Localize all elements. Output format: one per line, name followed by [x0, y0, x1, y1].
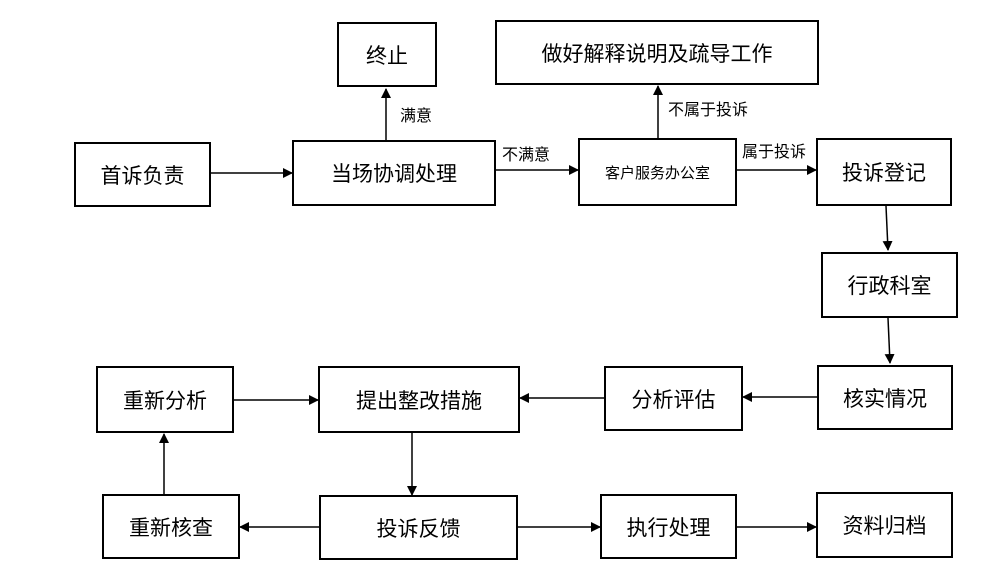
node-recheck: 重新核查	[102, 494, 240, 559]
edge-label-satisfied: 满意	[400, 106, 433, 125]
node-archive: 资料归档	[816, 492, 953, 558]
edge-label-not-satisfied: 不满意	[502, 145, 551, 164]
node-complaint-register: 投诉登记	[816, 138, 952, 206]
node-feedback: 投诉反馈	[319, 495, 518, 560]
node-first-complaint: 首诉负责	[74, 142, 211, 207]
node-explain-guide: 做好解释说明及疏导工作	[495, 20, 819, 85]
node-customer-service: 客户服务办公室	[578, 138, 737, 206]
node-execute: 执行处理	[600, 494, 737, 559]
arrow-register-to-admin	[882, 205, 893, 251]
node-reanalyze: 重新分析	[96, 366, 234, 433]
node-admin-dept: 行政科室	[821, 252, 958, 318]
node-onsite-handling: 当场协调处理	[292, 140, 496, 206]
node-propose-measures: 提出整改措施	[318, 366, 520, 433]
edge-label-is-complaint: 属于投诉	[742, 142, 807, 161]
node-terminate: 终止	[337, 22, 437, 87]
node-analyze-evaluate: 分析评估	[604, 366, 743, 431]
arrow-admin-to-verify	[884, 317, 895, 364]
edge-label-not-complaint: 不属于投诉	[668, 100, 749, 119]
node-verify-situation: 核实情况	[817, 365, 953, 430]
